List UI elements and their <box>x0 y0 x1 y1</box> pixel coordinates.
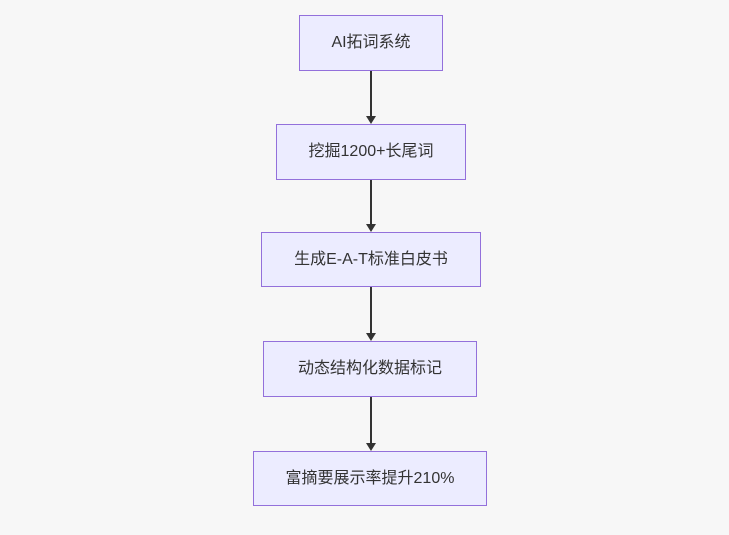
flow-node-label: 挖掘1200+长尾词 <box>308 143 434 161</box>
flow-arrow-3 <box>370 287 372 333</box>
flow-node-rich-snippet-result: 富摘要展示率提升210% <box>253 451 487 506</box>
flow-arrow-4 <box>370 397 372 443</box>
flow-node-eat-whitepaper: 生成E-A-T标准白皮书 <box>261 232 481 287</box>
flow-arrow-1 <box>370 71 372 116</box>
flow-node-longtail-keywords: 挖掘1200+长尾词 <box>276 124 466 180</box>
flow-node-structured-data-markup: 动态结构化数据标记 <box>263 341 477 397</box>
flow-node-label: 生成E-A-T标准白皮书 <box>294 250 448 268</box>
flow-node-label: AI拓词系统 <box>331 34 411 52</box>
flow-arrow-2 <box>370 180 372 224</box>
flow-node-label: 动态结构化数据标记 <box>297 360 442 378</box>
flow-node-ai-keyword-system: AI拓词系统 <box>299 15 443 71</box>
flow-node-label: 富摘要展示率提升210% <box>285 469 455 487</box>
